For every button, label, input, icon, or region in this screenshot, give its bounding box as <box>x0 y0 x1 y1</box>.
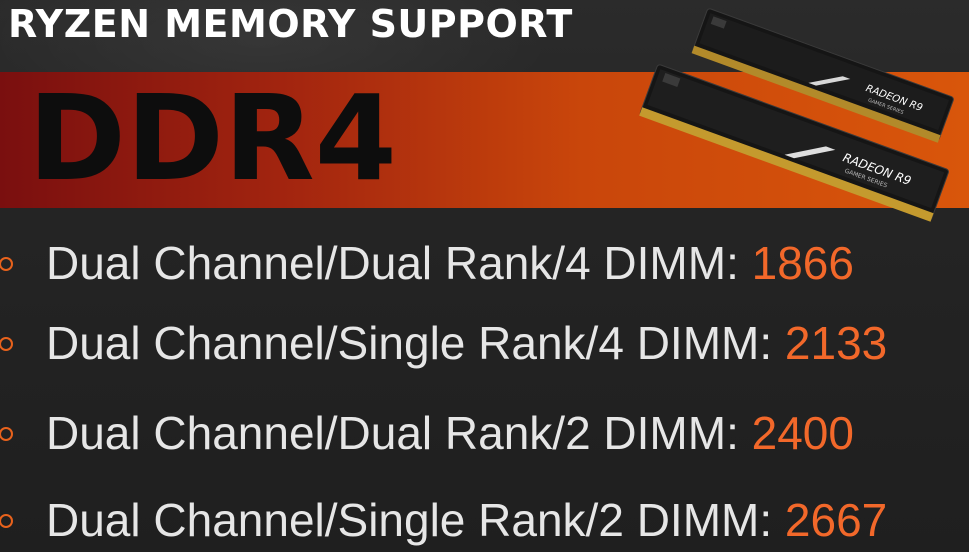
speed-value: 2133 <box>784 317 888 369</box>
list-item: Dual Channel/Single Rank/2 DIMM: 2667 <box>0 492 969 552</box>
ram-module-back: RADEON R9 GAMER SERIES <box>691 8 954 143</box>
config-label: Dual Channel/Dual Rank/2 DIMM: <box>46 407 752 459</box>
bullet-circle-icon <box>0 257 13 271</box>
bullet-circle-icon <box>0 337 13 351</box>
ram-modules-image: RADEON R9 GAMER SERIES RADEON R9 GAMER S… <box>639 8 954 222</box>
speed-value: 2667 <box>784 494 888 546</box>
list-item: Dual Channel/Dual Rank/2 DIMM: 2400 <box>0 405 969 465</box>
config-label: Dual Channel/Single Rank/4 DIMM: <box>46 317 785 369</box>
list-item: Dual Channel/Single Rank/4 DIMM: 2133 <box>0 315 969 375</box>
speed-value: 1866 <box>751 237 854 289</box>
ram-module-front: RADEON R9 GAMER SERIES <box>639 64 949 222</box>
config-label: Dual Channel/Single Rank/2 DIMM: <box>46 494 785 546</box>
list-item: Dual Channel/Dual Rank/4 DIMM: 1866 <box>0 235 969 295</box>
bullet-circle-icon <box>0 514 13 528</box>
bullet-circle-icon <box>0 427 13 441</box>
ddr4-heading: DDR4 <box>28 69 397 207</box>
slide-title: RYZEN MEMORY SUPPORT <box>8 2 573 46</box>
speed-value: 2400 <box>751 407 854 459</box>
config-label: Dual Channel/Dual Rank/4 DIMM: <box>46 237 752 289</box>
